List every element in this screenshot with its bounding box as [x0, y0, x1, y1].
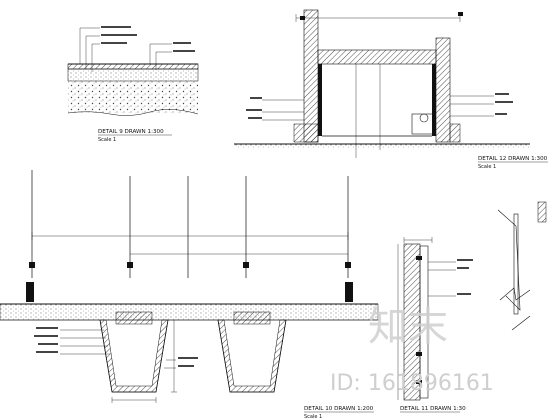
detail-9-notes: [101, 26, 195, 52]
detail-11-markers: [416, 256, 422, 384]
detail-10-note: Scale 1: [304, 414, 322, 420]
detail-12-wall-right: [435, 37, 451, 143]
detail-9-title: DETAIL 9 DRAWN 1:300: [98, 129, 164, 135]
detail-9-break-line: [67, 109, 199, 116]
detail-11-notes: [457, 259, 473, 295]
side-detail-post: [513, 213, 519, 315]
side-detail-bracket: [497, 209, 521, 311]
detail-12-trap: [411, 113, 435, 135]
detail-12-base-left: [293, 123, 319, 143]
detail-12-wall-left: [303, 9, 319, 143]
side-detail: [497, 201, 547, 331]
detail-11: DETAIL 11 DRAWN 1:30: [397, 237, 473, 413]
detail-9-gravel-base: [68, 81, 198, 113]
detail-10-pit-right-hatch: [217, 319, 287, 393]
detail-11-title: DETAIL 11 DRAWN 1:30: [400, 406, 466, 412]
detail-12-ceiling-ret-r: [432, 64, 436, 136]
detail-10-title: DETAIL 10 DRAWN 1:200: [304, 406, 374, 412]
detail-12-markers: [300, 12, 463, 20]
watermark-logo: 知末: [368, 304, 448, 350]
detail-12-notes: [246, 93, 513, 119]
detail-10-bottom-dims: [111, 320, 177, 403]
detail-12-title: DETAIL 12 DRAWN 1:300: [478, 156, 548, 162]
detail-10: DETAIL 10 DRAWN 1:200 Scale 1: [0, 170, 379, 420]
detail-12-base-right: [449, 123, 461, 143]
detail-10-ceiling-boards: [26, 282, 353, 302]
side-detail-stair-low: [511, 315, 531, 331]
detail-12-trap-pipe: [419, 113, 429, 123]
detail-9-finish-layer: [67, 63, 199, 70]
detail-10-leaders: [60, 329, 176, 369]
detail-9-note: Scale 1: [98, 137, 116, 143]
detail-12-leaders: [262, 95, 494, 121]
side-detail-stair: [499, 287, 531, 301]
detail-10-dims: [31, 232, 349, 255]
detail-10-pit-left-hatch: [99, 319, 169, 393]
detail-9: DETAIL 9 DRAWN 1:300 Scale 1: [67, 26, 199, 143]
detail-9-leaders: [79, 27, 172, 72]
detail-12-slab: [317, 49, 437, 65]
side-detail-cap: [537, 201, 547, 223]
detail-10-pit-right-rim: [233, 311, 271, 325]
detail-9-screed: [67, 68, 199, 82]
detail-10-hangers: [31, 170, 349, 278]
detail-11-dims: [397, 237, 433, 400]
detail-12-ceiling-ret: [318, 64, 322, 136]
detail-10-pit-left-rim: [115, 311, 153, 325]
detail-12: DETAIL 12 DRAWN 1:300 Scale 1: [234, 9, 548, 170]
detail-11-panel: [419, 245, 429, 399]
detail-10-hanger-clips: [29, 262, 351, 268]
detail-10-notes: [34, 327, 198, 367]
detail-12-note: Scale 1: [478, 164, 496, 170]
detail-11-leaders: [428, 261, 456, 297]
detail-12-ground-fill: [234, 144, 530, 148]
detail-10-slab: [0, 303, 379, 321]
watermark-id: ID: 161896161: [330, 371, 494, 396]
watermark: 知末 ID: 161896161: [330, 304, 494, 396]
